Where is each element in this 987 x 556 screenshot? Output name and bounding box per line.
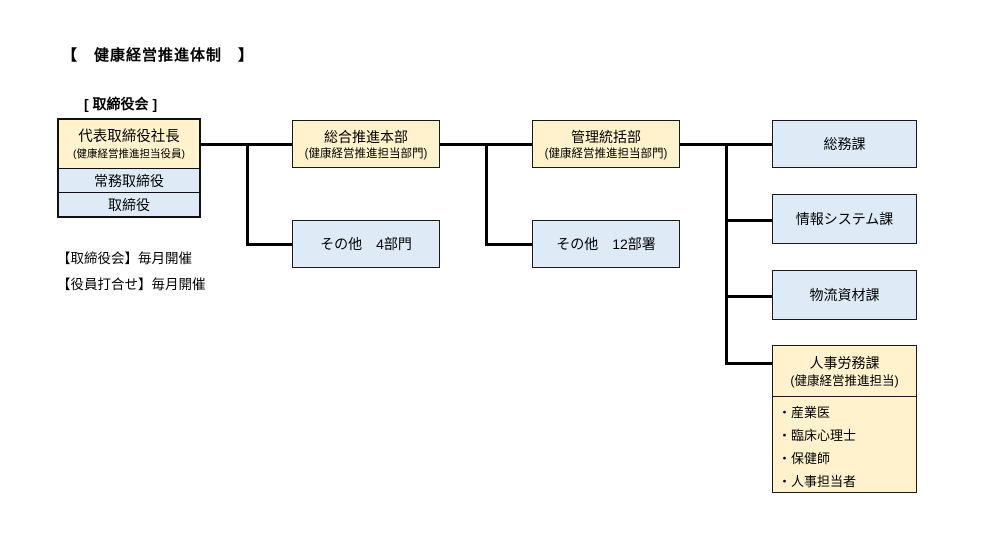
box-management-control-dept: 管理統括部 (健康経営推進担当部門) [532, 120, 680, 168]
management-control-dept-label: 管理統括部 [571, 128, 641, 145]
box-other-12-divisions: その他 12部署 [532, 220, 680, 268]
list-item-occupational-physician: ・産業医 [778, 405, 831, 420]
board-of-directors-label: [ 取締役会 ] [84, 96, 158, 112]
box-director: 取締役 [59, 192, 199, 216]
hr-labor-member-list: ・産業医 ・臨床心理士 ・保健師 ・人事担当者 [773, 397, 916, 493]
note-board-meeting: 【取締役会】毎月開催 [57, 251, 192, 266]
connector-branch-other12 [485, 243, 532, 246]
connector-drop-other12 [485, 143, 488, 246]
connector-sections-trunk [725, 143, 728, 365]
box-representative-director: 代表取締役社長 (健康経営推進担当役員) [59, 120, 199, 169]
note-executive-meeting: 【役員打合せ】毎月開催 [57, 277, 206, 292]
list-item-clinical-psychologist: ・臨床心理士 [778, 428, 857, 443]
management-control-dept-sublabel: (健康経営推進担当部門) [544, 147, 668, 160]
connector-branch-logistics-materials [725, 295, 772, 298]
general-promotion-hq-sublabel: (健康経営推進担当部門) [304, 147, 428, 160]
box-other-4-departments: その他 4部門 [292, 220, 440, 268]
connector-branch-information-systems [725, 219, 772, 222]
list-item-hr-staff: ・人事担当者 [778, 474, 857, 489]
box-logistics-materials-section: 物流資材課 [772, 270, 917, 320]
general-promotion-hq-label: 総合推進本部 [324, 128, 408, 145]
box-senior-managing-director: 常務取締役 [59, 169, 199, 192]
page-title: 【 健康経営推進体制 】 [62, 47, 255, 64]
list-item-public-health-nurse: ・保健師 [778, 451, 831, 466]
connector-branch-other4 [246, 243, 292, 246]
connector-drop-other4 [246, 143, 249, 246]
box-hr-labor-section: 人事労務課 (健康経営推進担当) ・産業医 ・臨床心理士 ・保健師 ・人事担当者 [772, 345, 917, 493]
box-general-affairs-section: 総務課 [772, 120, 917, 168]
hr-labor-section-sublabel: (健康経営推進担当) [790, 373, 899, 388]
box-general-promotion-hq: 総合推進本部 (健康経営推進担当部門) [292, 120, 440, 168]
hr-labor-section-label: 人事労務課 [809, 354, 880, 371]
hr-labor-section-header: 人事労務課 (健康経営推進担当) [773, 346, 916, 397]
box-information-systems-section: 情報システム課 [772, 194, 917, 244]
representative-director-sublabel: (健康経営推進担当役員) [73, 148, 185, 160]
connector-branch-hr-labor [725, 362, 772, 365]
representative-director-label: 代表取締役社長 [78, 129, 180, 145]
board-stack: 代表取締役社長 (健康経営推進担当役員) 常務取締役 取締役 [57, 118, 201, 218]
